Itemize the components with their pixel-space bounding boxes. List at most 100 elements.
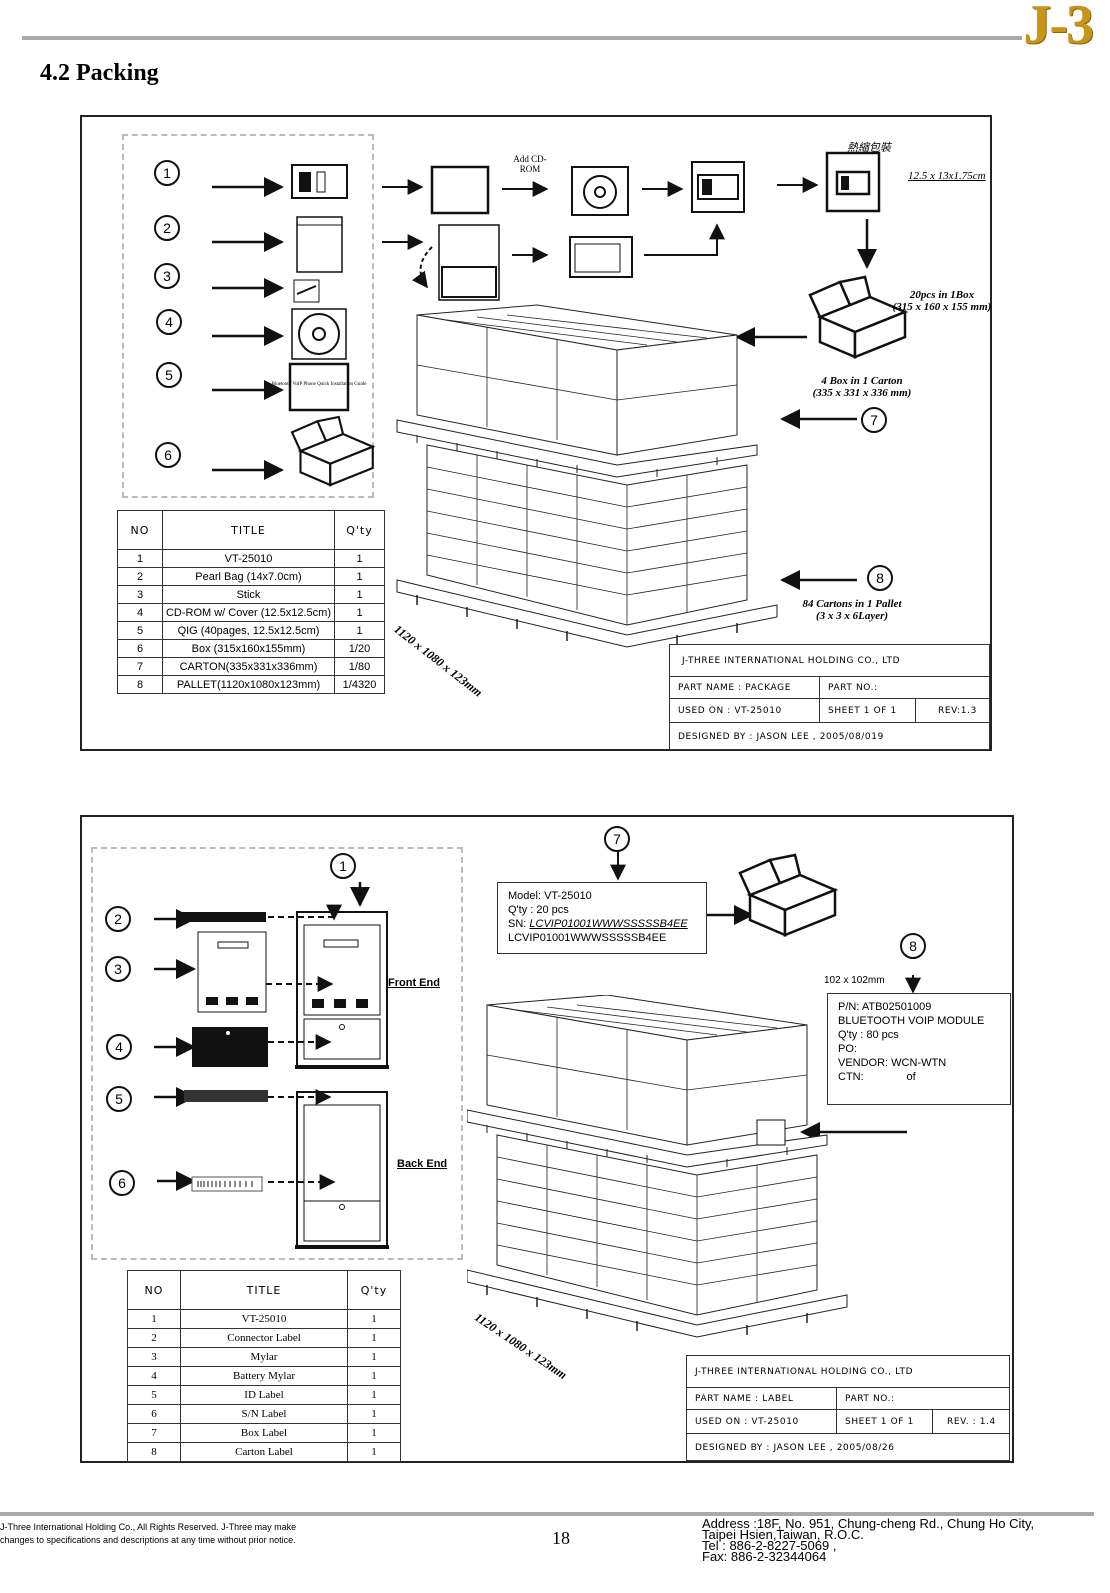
label-callout-4: 4 bbox=[106, 1034, 132, 1060]
box-label-sn-plain: LCVIP01001WWWSSSSSB4EE bbox=[508, 932, 667, 944]
copyright-line1: J-Three International Holding Co., All R… bbox=[0, 1522, 297, 1532]
sn-barcode-text: LCVIP01001WWWSSSSSB4EE bbox=[529, 918, 688, 930]
cell-title: ID Label bbox=[180, 1385, 348, 1405]
tb-part-name: PART NAME : LABEL bbox=[687, 1388, 837, 1409]
bom-header-title: TITLE bbox=[162, 510, 335, 550]
tb-rev: REV. : 1.4 bbox=[947, 1416, 996, 1427]
cell-title: Carton Label bbox=[180, 1442, 348, 1462]
components-drawing: Bluetooth VoIP Phone Quick Installation … bbox=[212, 164, 374, 487]
cell-title: Box Label bbox=[180, 1423, 348, 1443]
carton-note-line2: (335 x 331 x 336 mm) bbox=[812, 387, 912, 399]
sn-prefix: SN: bbox=[508, 918, 530, 930]
tb-company: J-THREE INTERNATIONAL HOLDING CO., LTD bbox=[682, 655, 901, 666]
cell-qty: 1 bbox=[347, 1366, 401, 1386]
carton-label-po: PO: bbox=[838, 1043, 857, 1055]
cell-title: VT-25010 bbox=[162, 549, 335, 568]
callout-6: 6 bbox=[155, 442, 181, 468]
callout-7: 7 bbox=[861, 407, 887, 433]
page-number: 18 bbox=[552, 1528, 570, 1548]
package-drawing-sheet: Bluetooth VoIP Phone Quick Installation … bbox=[80, 115, 992, 751]
carton-label: P/N: ATB02501009 BLUETOOTH VOIP MODULE Q… bbox=[827, 993, 1011, 1105]
cell-no: 1 bbox=[127, 1309, 181, 1329]
fax-line: Fax: 886-2-32344064 bbox=[702, 1549, 827, 1564]
label-callout-5: 5 bbox=[106, 1086, 132, 1112]
callout-8: 8 bbox=[867, 565, 893, 591]
cell-qty: 1 bbox=[334, 585, 385, 604]
carton-label-size: 102 x 102mm bbox=[824, 975, 885, 986]
tb-part-name: PART NAME : PACKAGE bbox=[670, 677, 820, 698]
label-bom-header-no: NO bbox=[127, 1270, 181, 1310]
qig-text: Bluetooth VoIP Phone Quick Installation … bbox=[271, 382, 367, 387]
cell-title: Stick bbox=[162, 585, 335, 604]
cell-no: 6 bbox=[127, 1404, 181, 1424]
pallet-note: 84 Cartons in 1 Pallet (3 x 3 x 6Layer) bbox=[787, 598, 917, 622]
label-callout-6: 6 bbox=[109, 1170, 135, 1196]
label-callout-3: 3 bbox=[105, 956, 131, 982]
carton-label-desc: BLUETOOTH VOIP MODULE bbox=[838, 1015, 985, 1027]
components-group bbox=[122, 134, 374, 498]
pallet-note-line1: 84 Cartons in 1 Pallet bbox=[802, 598, 902, 610]
add-cdrom-label: Add CD-ROM bbox=[513, 154, 547, 174]
cell-title: QIG (40pages, 12.5x12.5cm) bbox=[162, 621, 335, 640]
battery-mylar-icon bbox=[192, 1027, 268, 1067]
carton-label-pn: P/N: ATB02501009 bbox=[838, 1001, 932, 1013]
tb-used-on: USED ON : VT-25010 bbox=[670, 699, 820, 722]
label-callout-7: 7 bbox=[604, 826, 630, 852]
cell-qty: 1/4320 bbox=[334, 675, 385, 694]
cell-title: Mylar bbox=[180, 1347, 348, 1367]
labels-drawing bbox=[154, 882, 389, 1249]
header-rule bbox=[22, 36, 1022, 40]
carton-label-ctn: CTN: of bbox=[838, 1071, 916, 1083]
callout-4: 4 bbox=[156, 309, 182, 335]
address-line1: Address :18F, No. 951, Chung-cheng Rd., … bbox=[702, 1516, 1035, 1531]
connector-label-icon bbox=[182, 912, 266, 922]
id-label-icon bbox=[184, 1090, 268, 1102]
footer-copyright: J-Three International Holding Co., All R… bbox=[0, 1521, 296, 1547]
tb-part-no: PART NO.: bbox=[845, 1393, 895, 1404]
copyright-line2: changes to specifications and descriptio… bbox=[0, 1535, 296, 1545]
cell-no: 1 bbox=[117, 549, 163, 568]
cell-no: 7 bbox=[117, 657, 163, 676]
cell-no: 2 bbox=[127, 1328, 181, 1348]
carton-note: 4 Box in 1 Carton (335 x 331 x 336 mm) bbox=[807, 375, 917, 399]
cell-qty: 1 bbox=[334, 621, 385, 640]
company-logo: J-3 bbox=[1023, 0, 1094, 56]
cell-qty: 1 bbox=[347, 1347, 401, 1367]
cell-qty: 1 bbox=[347, 1423, 401, 1443]
pallet-note-line2: (3 x 3 x 6Layer) bbox=[815, 610, 889, 622]
sn-label-icon bbox=[191, 1176, 263, 1192]
tb-company: J-THREE INTERNATIONAL HOLDING CO., LTD bbox=[695, 1366, 914, 1377]
label-callout-1: 1 bbox=[330, 853, 356, 879]
box-note-line1: 20pcs in 1Box bbox=[909, 289, 975, 301]
front-end-label: Front End bbox=[388, 977, 440, 989]
heat-pack-note: 熱縮包裝 bbox=[847, 142, 891, 154]
carton-label-vendor: VENDOR: WCN-WTN bbox=[838, 1057, 947, 1069]
footer-address: Address :18F, No. 951, Chung-cheng Rd., … bbox=[702, 1516, 1035, 1564]
tb-part-no: PART NO.: bbox=[828, 682, 878, 693]
labels-group bbox=[91, 847, 463, 1260]
label-bom-header-title: TITLE bbox=[180, 1270, 348, 1310]
cell-title: Box (315x160x155mm) bbox=[162, 639, 335, 658]
box-note: 20pcs in 1Box (315 x 160 x 155 mm) bbox=[887, 289, 997, 313]
cell-qty: 1/20 bbox=[334, 639, 385, 658]
callout-1: 1 bbox=[154, 160, 180, 186]
cell-title: Battery Mylar bbox=[180, 1366, 348, 1386]
label-title-block: J-THREE INTERNATIONAL HOLDING CO., LTD P… bbox=[686, 1355, 1010, 1461]
cell-qty: 1 bbox=[347, 1328, 401, 1348]
label-callout-8: 8 bbox=[900, 933, 926, 959]
label-drawing-sheet: 1 2 3 4 5 6 Front End Back End 7 Model: … bbox=[80, 815, 1014, 1463]
tb-sheet: SHEET 1 OF 1 bbox=[837, 1410, 933, 1433]
cell-qty: 1/80 bbox=[334, 657, 385, 676]
cell-title: S/N Label bbox=[180, 1404, 348, 1424]
